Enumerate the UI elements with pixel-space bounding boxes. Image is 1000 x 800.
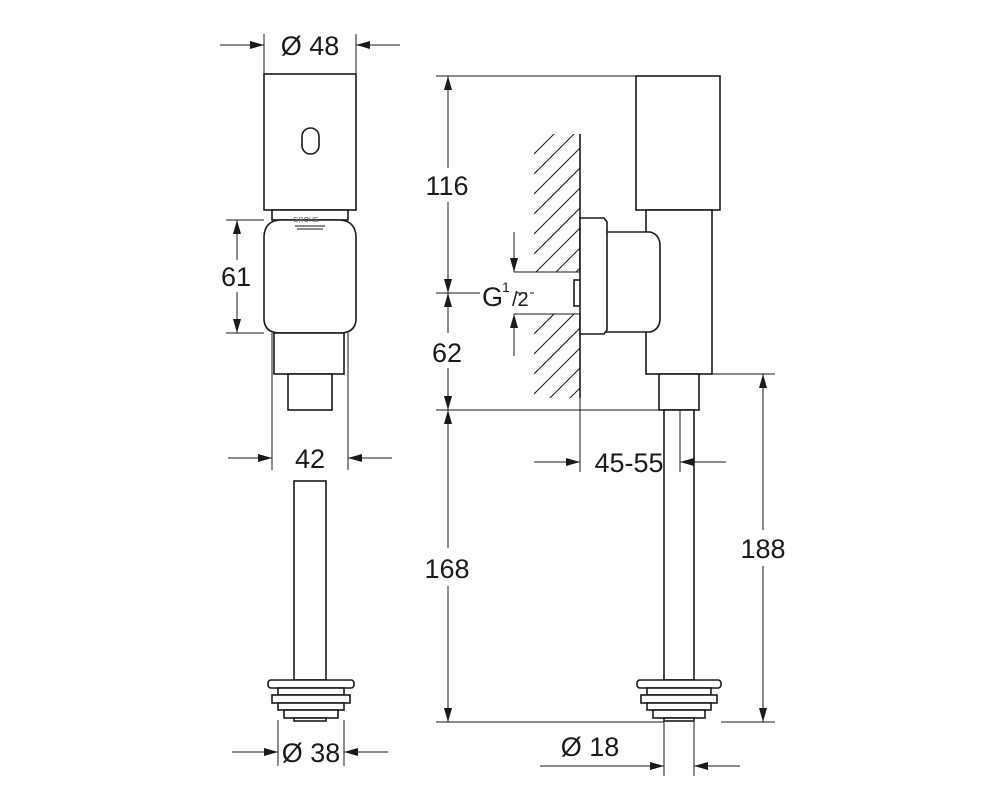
- dim-height-62: 62: [432, 338, 462, 368]
- dim-height-188: 188: [740, 534, 785, 564]
- dim-thread-numerator: 1: [502, 279, 510, 295]
- front-flush-pipe: [293, 480, 327, 681]
- dim-width-42: 42: [295, 444, 325, 474]
- front-outlet-nut: [287, 373, 333, 411]
- dim-height-116: 116: [425, 171, 468, 201]
- dim-thread-g: G: [482, 282, 503, 312]
- wall-rosette: [579, 217, 608, 335]
- brand-logo: GROHE: [293, 217, 319, 224]
- side-coupling-cap: [636, 679, 722, 689]
- dim-height-168: 168: [424, 554, 469, 584]
- dim-thread-denominator: /2: [512, 289, 529, 311]
- dim-pipe-diameter-18: Ø 18: [561, 732, 620, 762]
- dim-height-61: 61: [221, 262, 251, 292]
- side-sensor-head: [635, 75, 721, 211]
- front-lower-body: [273, 332, 345, 375]
- side-view: 116 62 168 G 1 /2 45-55 188 Ø 18: [424, 75, 786, 776]
- dim-top-diameter: Ø 48: [281, 31, 340, 61]
- front-view: GROHE Ø 48 61: [220, 31, 400, 768]
- dim-bottom-diameter-38: Ø 38: [282, 738, 341, 768]
- dim-offset-range: 45-55: [594, 448, 663, 478]
- front-coupling-cap: [267, 679, 355, 689]
- side-connector-block: [605, 231, 661, 333]
- side-outlet-nut: [658, 373, 700, 411]
- front-valve-body: [263, 219, 357, 334]
- side-flush-pipe: [663, 409, 695, 681]
- sensor-window-icon: [301, 127, 320, 155]
